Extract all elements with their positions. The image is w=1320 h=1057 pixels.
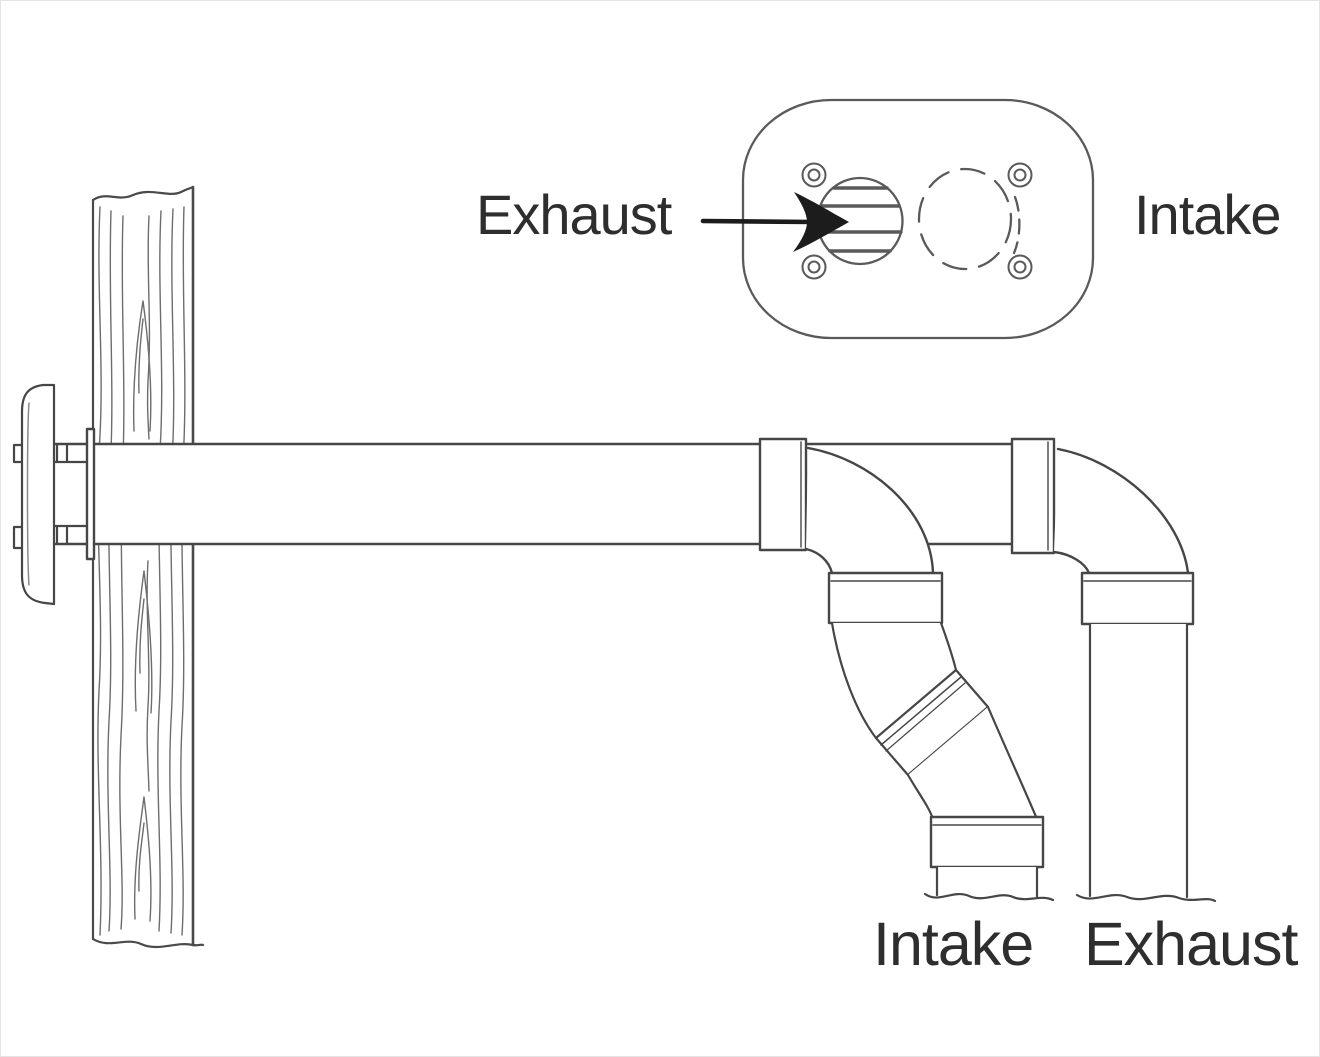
pipe-intake-label: Intake	[873, 910, 1034, 978]
exhaust-arrow-icon	[700, 192, 849, 252]
intake-elbow	[758, 437, 944, 625]
intake-port	[917, 167, 1021, 271]
wall-section	[91, 185, 205, 949]
wood-grain	[97, 206, 186, 936]
vent-plate-face	[741, 98, 1095, 340]
intake-offset-pipe	[830, 621, 1055, 902]
exhaust-break-line	[1075, 893, 1217, 903]
screw-holes	[801, 162, 1033, 280]
exhaust-elbow	[1010, 437, 1217, 903]
plate-intake-label: Intake	[1134, 183, 1282, 246]
plate-exhaust-label: Exhaust	[476, 183, 672, 246]
pipe-exhaust-label: Exhaust	[1084, 910, 1298, 978]
vent-cap-assembly	[12, 383, 96, 606]
intake-break-line	[923, 892, 1055, 902]
